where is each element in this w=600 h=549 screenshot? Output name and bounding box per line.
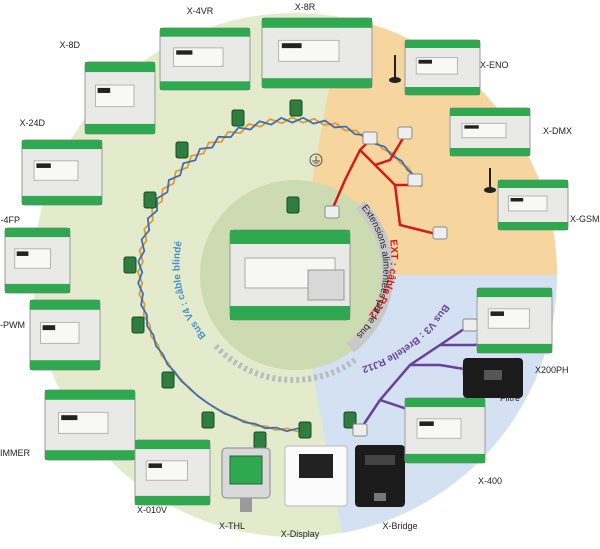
din-module-icon: [44, 389, 136, 461]
terminal-connector-icon: [143, 191, 157, 209]
rj12-plug-icon: [324, 205, 340, 219]
din-module-icon: [404, 39, 481, 96]
v4-bus-ring: [212, 342, 357, 384]
module-label: X-8D: [59, 40, 80, 50]
extension-bus-band: [346, 200, 394, 353]
module-label: X-4FP: [0, 215, 20, 225]
din-module-icon: [29, 299, 101, 371]
module-label: X-GSM: [570, 214, 600, 224]
terminal-connector-icon: [231, 109, 245, 127]
module-label: X-THL: [219, 521, 245, 531]
terminal-connectors: [123, 99, 357, 449]
terminal-connector-icon: [161, 371, 175, 389]
module-label: Filtre: [500, 393, 520, 403]
bridge-box-icon: [355, 445, 405, 507]
module-label: X-PWM: [0, 320, 25, 330]
terminal-connector-icon: [131, 316, 145, 334]
ground-symbol-icon: [309, 153, 323, 167]
module-label: X-24D: [19, 118, 45, 128]
module-label: X-Bridge: [382, 521, 417, 531]
touch-display-icon: [284, 445, 348, 507]
module-label: X-DIMMER: [0, 448, 30, 458]
sensor-box-icon: [221, 447, 271, 512]
rj12-plug-icon: [407, 173, 423, 187]
module-label: X-ENO: [480, 60, 509, 70]
din-module-icon: [404, 397, 486, 464]
modules-group: X-4VR X-8R X-8D X-24D X-4FP X-PWM X-DIMMER X-01…: [0, 2, 600, 539]
rj12-plug-icon: [352, 423, 368, 437]
din-module-icon: [84, 61, 156, 135]
din-module-icon: [21, 139, 103, 206]
terminal-connector-icon: [343, 411, 357, 429]
terminal-connector-icon: [286, 196, 300, 214]
terminal-connector-icon: [289, 99, 303, 117]
rj12-plug-icon: [462, 318, 478, 332]
module-label: X-Display: [281, 529, 320, 539]
module-label: X-DMX: [543, 126, 572, 136]
terminal-connector-icon: [253, 431, 267, 449]
terminal-connector-icon: [175, 141, 189, 159]
din-module-icon: [497, 179, 569, 231]
terminal-connector-icon: [201, 411, 215, 429]
rj12-plug-icon: [362, 131, 378, 145]
din-module-icon: [159, 27, 251, 91]
rj12-plug-icon: [397, 126, 413, 140]
filter-box-icon: [463, 358, 523, 398]
module-label: X-010V: [137, 505, 167, 515]
terminal-connector-icon: [123, 256, 137, 274]
module-label: X200PH: [535, 365, 569, 375]
ipx800-controller-icon: [229, 229, 351, 321]
din-module-icon: [4, 227, 71, 294]
din-module-icon: [449, 107, 531, 157]
module-label: X-4VR: [187, 6, 214, 16]
terminal-connector-icon: [298, 421, 312, 439]
rj12-plug-icon: [432, 226, 448, 240]
module-label: X-8R: [295, 2, 316, 12]
din-module-icon: [261, 17, 373, 89]
module-label: X-400: [478, 476, 502, 486]
din-module-icon: [134, 439, 211, 506]
din-module-icon: [476, 287, 553, 354]
